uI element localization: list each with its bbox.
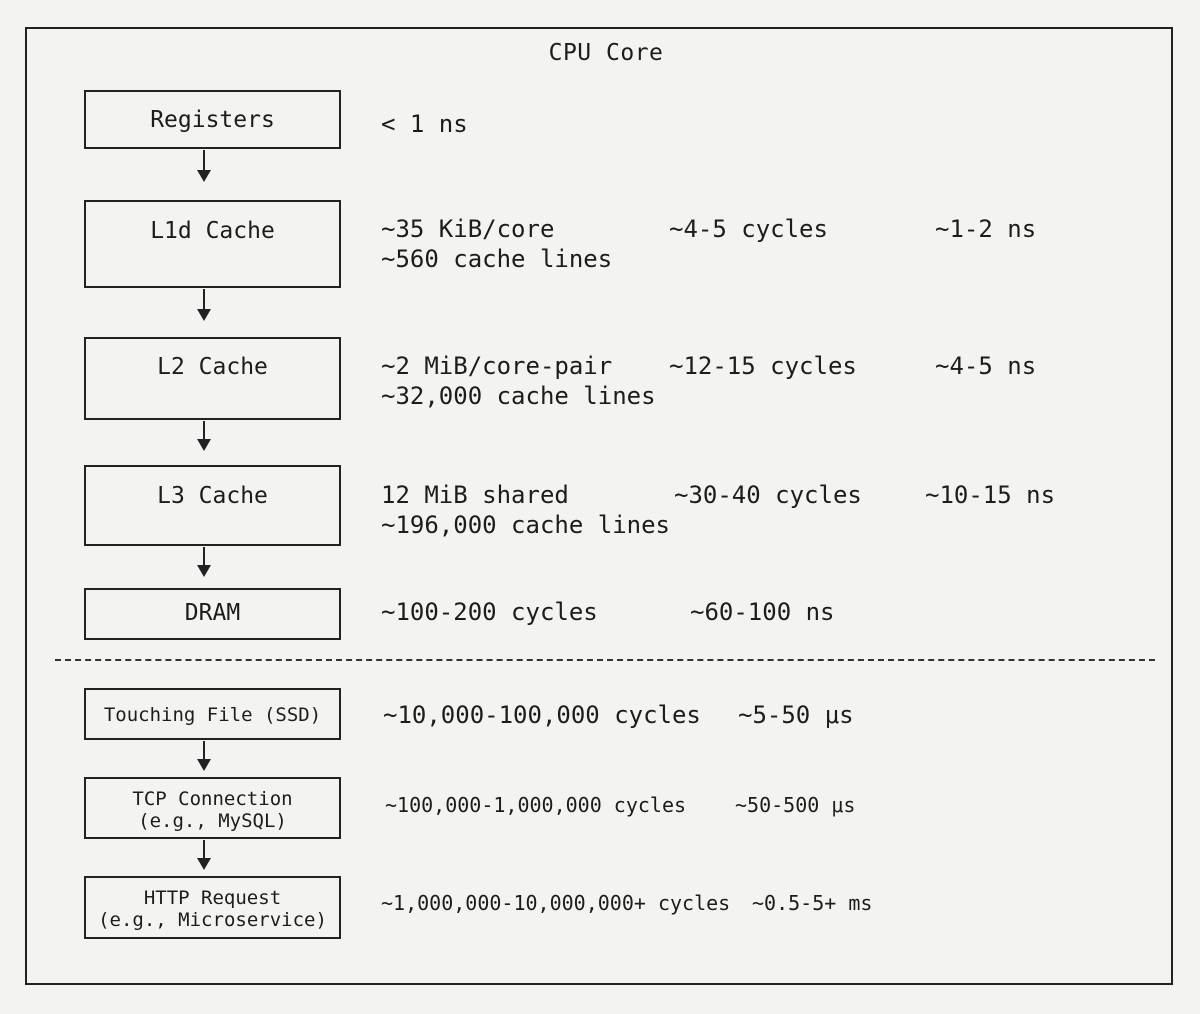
l3-cache-label: L3 Cache [157,483,268,509]
diagram-title: CPU Core [548,40,664,66]
ssd-latency: ~5-50 μs [738,701,854,729]
dram-latency: ~60-100 ns [690,598,835,626]
arrow-l2-to-l3 [197,421,211,451]
l3-cache-box: L3 Cache [84,465,341,546]
registers-label: Registers [150,107,275,133]
l1d-cycles: ~4-5 cycles [669,215,828,243]
dram-cycles: ~100-200 cycles [381,598,598,626]
l1d-cache-box: L1d Cache [84,200,341,288]
http-sublabel: (e.g., Microservice) [98,909,327,931]
tcp-label: TCP Connection [132,788,293,810]
l3-lines: ~196,000 cache lines [381,511,670,539]
l1d-size: ~35 KiB/core [381,215,555,243]
arrow-l3-to-dram [197,547,211,577]
ssd-box: Touching File (SSD) [84,688,341,740]
arrow-ssd-to-tcp [197,741,211,771]
l2-cycles: ~12-15 cycles [669,352,857,380]
l2-cache-box: L2 Cache [84,337,341,420]
http-latency: ~0.5-5+ ms [752,891,873,915]
registers-box: Registers [84,90,341,149]
l2-size: ~2 MiB/core-pair [381,352,613,380]
tcp-latency: ~50-500 μs [735,793,856,817]
l1d-lines: ~560 cache lines [381,245,613,273]
l3-size: 12 MiB shared [381,481,569,509]
registers-latency: < 1 ns [381,110,468,138]
arrow-l1d-to-l2 [197,289,211,321]
arrow-registers-to-l1d [197,150,211,182]
l2-lines: ~32,000 cache lines [381,382,656,410]
ssd-label: Touching File (SSD) [103,704,322,726]
dram-box: DRAM [84,588,341,640]
memory-io-divider [55,659,1155,661]
l3-cycles: ~30-40 cycles [674,481,862,509]
tcp-box: TCP Connection (e.g., MySQL) [84,777,341,839]
l2-cache-label: L2 Cache [157,354,268,380]
cpu-core-frame [25,27,1173,985]
arrow-tcp-to-http [197,840,211,870]
http-cycles: ~1,000,000-10,000,000+ cycles [381,891,731,915]
l1d-latency: ~1-2 ns [935,215,1037,243]
tcp-sublabel: (e.g., MySQL) [138,810,287,832]
l3-latency: ~10-15 ns [925,481,1056,509]
tcp-cycles: ~100,000-1,000,000 cycles [385,793,687,817]
ssd-cycles: ~10,000-100,000 cycles [383,701,701,729]
l1d-cache-label: L1d Cache [150,218,275,244]
l2-latency: ~4-5 ns [935,352,1037,380]
dram-label: DRAM [184,600,241,626]
http-label: HTTP Request [143,887,282,909]
http-box: HTTP Request (e.g., Microservice) [84,876,341,939]
